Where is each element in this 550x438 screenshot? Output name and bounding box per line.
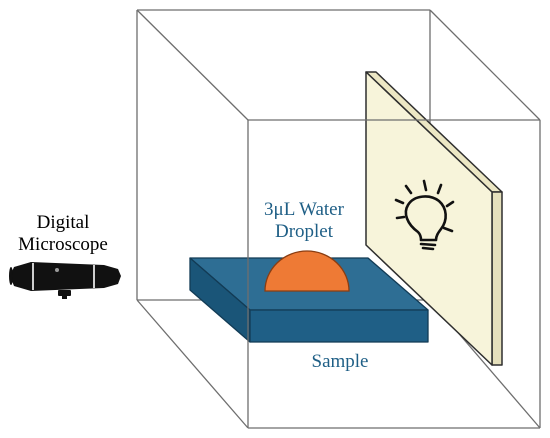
microscope-label-line1: Digital <box>36 212 90 233</box>
enclosure-front-edges <box>247 119 541 429</box>
enclosure-depth-edges <box>136 9 541 429</box>
enclosure-depth-edge-top-right <box>429 9 541 121</box>
enclosure-depth-edge-bottom-left <box>136 299 249 429</box>
lightbulb-icon <box>394 179 455 251</box>
water-droplet <box>264 250 350 292</box>
microscope-label-line2: Microscope <box>18 233 108 255</box>
light-panel <box>365 71 503 366</box>
enclosure-depth-edge-top-left <box>136 9 249 121</box>
digital-microscope-icon <box>9 262 121 299</box>
sample-block <box>189 257 429 343</box>
droplet-label-line1: 3μL Water <box>264 199 344 220</box>
sample-label: Sample <box>311 351 369 372</box>
sample-front-face <box>249 309 429 343</box>
droplet-label-line2: Droplet <box>274 220 334 242</box>
light-panel-right-edge <box>491 191 503 366</box>
microscope-label: Digital Microscope <box>0 212 126 256</box>
droplet-label: 3μL Water Droplet <box>238 199 370 243</box>
light-panel-face <box>365 71 493 366</box>
